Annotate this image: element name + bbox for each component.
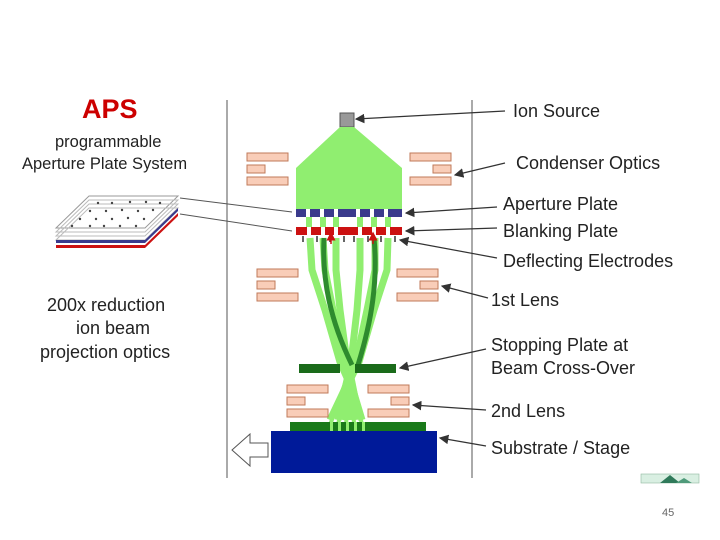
ion-source — [339, 112, 355, 128]
blanking-plate — [296, 227, 402, 235]
optics-note-line1: 200x reduction — [47, 295, 166, 315]
second-lens-left — [286, 384, 329, 418]
substrate-layer — [290, 422, 426, 431]
second-lens-right — [367, 384, 410, 418]
aps-pointer-lower — [179, 213, 293, 232]
label-arrows — [354, 110, 506, 447]
aperture-plate — [296, 209, 402, 217]
condenser-beam-cone — [296, 127, 402, 210]
deflected-beamlets — [321, 237, 378, 367]
first-lens-left — [256, 268, 299, 302]
label-substrate: Substrate / Stage — [491, 438, 631, 458]
label-second-lens: 2nd Lens — [491, 401, 566, 421]
stage-motion-arrow — [231, 432, 269, 468]
lower-beamlets — [328, 374, 364, 426]
optics-note-line2: ion beam — [76, 318, 151, 338]
page-number: 45 — [662, 507, 675, 519]
label-stopping-plate-line1: Stopping Plate at — [491, 335, 629, 355]
substrate-landing-marks — [330, 422, 365, 431]
stopping-plate-left — [299, 364, 340, 373]
aps-title: APS — [82, 94, 138, 124]
aps-pointer-upper — [179, 197, 293, 213]
label-condenser-optics: Condenser Optics — [516, 153, 661, 173]
condenser-lens-left — [246, 152, 289, 186]
corner-logo — [640, 473, 700, 484]
label-blanking-plate: Blanking Plate — [503, 221, 619, 241]
deflection-markers — [326, 231, 378, 244]
optics-note-line3: projection optics — [40, 342, 171, 362]
condenser-lens-right — [409, 152, 452, 186]
label-aperture-plate: Aperture Plate — [503, 194, 619, 214]
beamlets-between-plates — [306, 217, 391, 227]
aps-subtitle-line2: Aperture Plate System — [22, 155, 188, 173]
aps-subtitle-line1: programmable — [55, 133, 162, 151]
stopping-plate-right — [355, 364, 396, 373]
first-lens-right — [396, 268, 439, 302]
stage — [271, 431, 437, 473]
label-deflecting-electrodes: Deflecting Electrodes — [503, 251, 674, 271]
label-first-lens: 1st Lens — [491, 290, 560, 310]
aps-plate-illustration — [54, 195, 180, 248]
deflecting-electrodes — [302, 236, 396, 242]
label-ion-source: Ion Source — [513, 101, 601, 121]
label-stopping-plate-line2: Beam Cross-Over — [491, 358, 636, 378]
